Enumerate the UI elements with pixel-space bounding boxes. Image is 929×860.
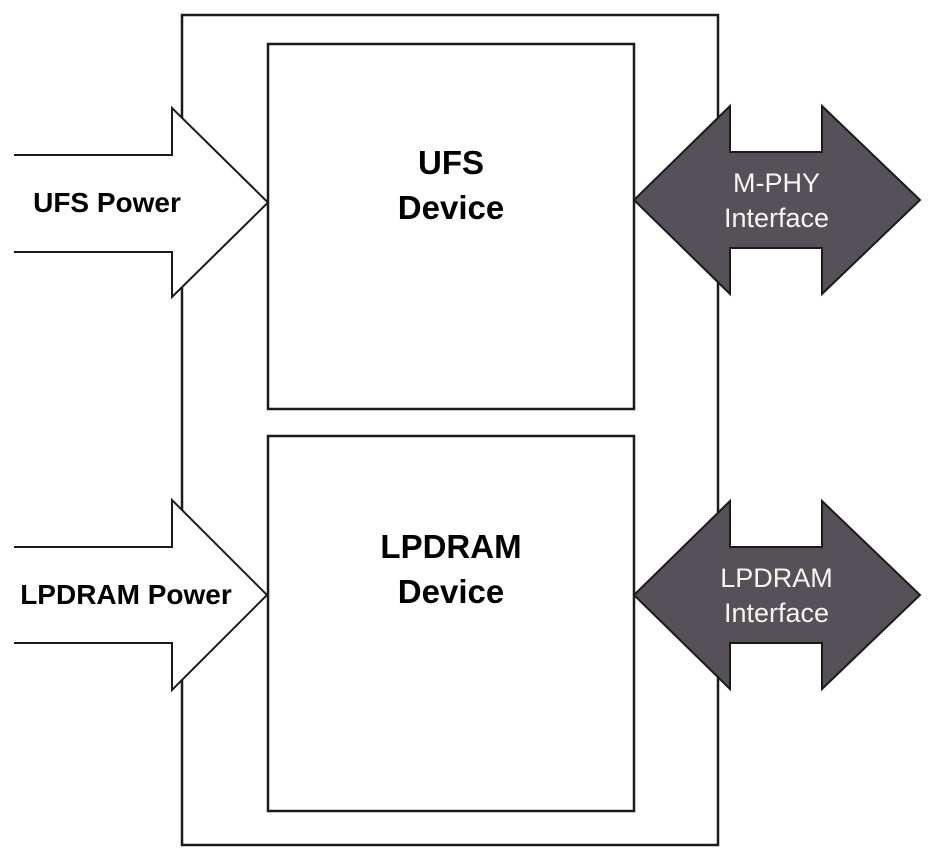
mphy-interface-arrow xyxy=(632,103,922,297)
mphy-interface-label-line2: Interface xyxy=(723,203,830,233)
lpdram-power-label: LPDRAM Power xyxy=(20,579,232,610)
lpdram-interface-label: LPDRAM Interface xyxy=(633,561,920,631)
ufs-device-label: UFS Device xyxy=(267,140,635,230)
ufs-power-label: UFS Power xyxy=(33,187,181,218)
ufs-device-label-line2: Device xyxy=(397,189,505,226)
lpdram-device-label-line1: LPDRAM xyxy=(380,528,522,565)
lpdram-interface-label-line2: Interface xyxy=(723,598,830,628)
mphy-interface-label: M-PHY Interface xyxy=(633,166,920,236)
mphy-interface-label-line1: M-PHY xyxy=(733,168,820,198)
lpdram-device-label: LPDRAM Device xyxy=(267,524,635,614)
ufs-device-label-line1: UFS xyxy=(418,144,484,181)
lpdram-power-arrow xyxy=(14,497,269,693)
lpdram-device-label-line2: Device xyxy=(397,573,505,610)
lpdram-interface-arrow xyxy=(632,498,922,692)
ufs-device-box xyxy=(266,42,636,411)
lpdram-device-box xyxy=(266,434,636,813)
ufs-power-arrow xyxy=(14,105,270,300)
lpdram-interface-label-line1: LPDRAM xyxy=(720,563,833,593)
